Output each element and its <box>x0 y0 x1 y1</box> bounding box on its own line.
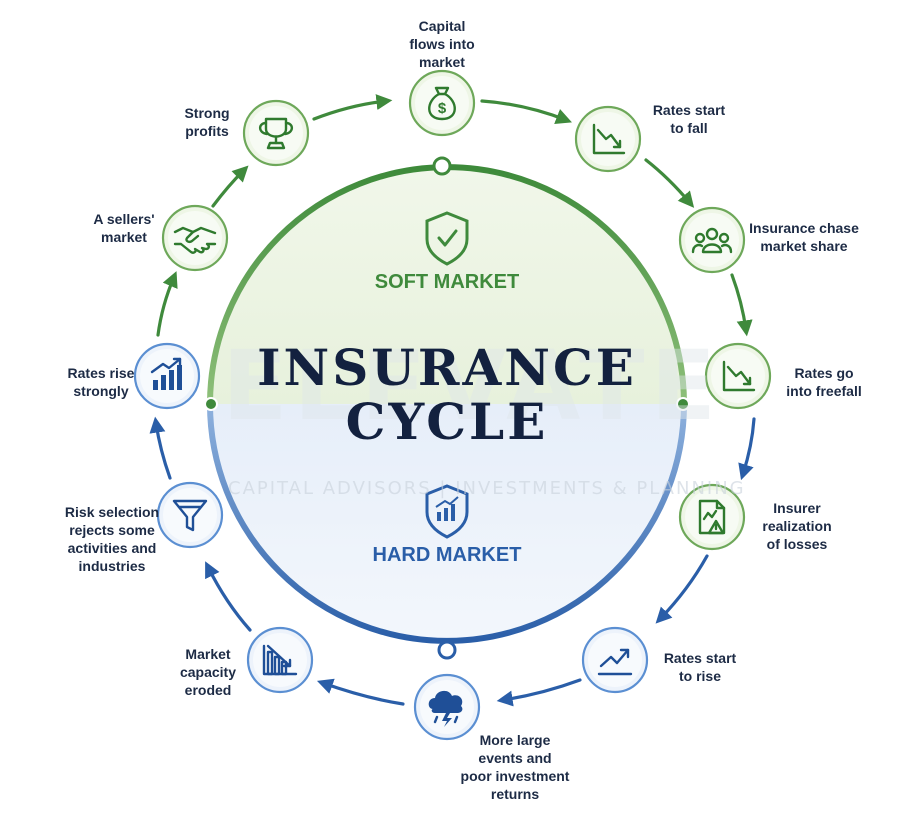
stage-node-inner <box>249 106 303 160</box>
stage-node <box>413 673 481 741</box>
stage-node: $ <box>408 69 476 137</box>
ring-dot-right <box>676 397 690 411</box>
rising-bars-icon <box>150 357 182 390</box>
stage-node-inner <box>581 112 635 166</box>
stage-node <box>704 342 772 410</box>
ring-dot-top <box>432 156 452 176</box>
cycle-arrow <box>644 158 695 208</box>
cycle-arrow <box>480 99 572 124</box>
cycle-arrow <box>496 678 582 707</box>
cycle-arrow <box>156 271 178 337</box>
ring-dot-bottom <box>437 640 457 660</box>
stage-label-rates-freefall: Rates go into freefall <box>786 365 862 399</box>
stage-node <box>161 204 229 272</box>
falling-chart-icon <box>592 123 626 155</box>
stage-label-capacity-eroded: Market capacity eroded <box>179 646 237 698</box>
handshake-icon <box>173 226 217 254</box>
stage-label-rates-start-to-rise: Rates start to rise <box>663 650 737 684</box>
stage-label-large-events: More large events and poor investment re… <box>460 732 570 802</box>
stage-node <box>133 342 201 410</box>
watermark-brand: ELEVATE <box>222 330 723 442</box>
money-bag-icon: $ <box>428 86 456 121</box>
stage-label-realization-losses: Insurer realization of losses <box>762 500 832 552</box>
trophy-icon <box>258 117 294 150</box>
storm-cloud-icon <box>428 690 463 727</box>
people-group-icon <box>691 227 733 254</box>
hard-market-label: HARD MARKET <box>372 544 522 566</box>
stage-label-capital-flows: Capital flows into market <box>409 18 475 70</box>
svg-text:$: $ <box>438 100 447 117</box>
cycle-arrow <box>655 554 709 624</box>
ring-dot-left <box>204 397 218 411</box>
cycle-arrow <box>738 417 756 481</box>
cycle-arrow <box>149 416 172 480</box>
stage-node <box>574 105 642 173</box>
watermark-tagline: CAPITAL ADVISORS | INVESTMENTS & PLANNIN… <box>228 478 746 499</box>
soft-market-label: SOFT MARKET <box>374 271 520 293</box>
funnel-icon <box>172 499 208 532</box>
hard-market-half <box>210 404 684 641</box>
shield-chart-icon <box>425 484 469 539</box>
stage-label-rates-rise-strongly: Rates rise strongly <box>67 365 135 399</box>
document-warning-icon <box>698 499 726 535</box>
falling-chart-icon <box>722 360 756 392</box>
stage-node <box>678 483 746 551</box>
cycle-arrow <box>211 165 249 208</box>
stage-label-sellers-market: A sellers' market <box>93 211 155 245</box>
stage-label-risk-selection: Risk selection rejects some activities a… <box>64 504 160 574</box>
stage-node-inner <box>415 76 469 130</box>
declining-bars-icon <box>262 644 298 676</box>
soft-market-half <box>210 167 684 404</box>
stage-label-chase-market-share: Insurance chase market share <box>749 220 859 254</box>
stage-node <box>581 626 649 694</box>
title-line-2: CYCLE <box>345 392 549 451</box>
cycle-arrow <box>316 678 405 706</box>
stage-label-strong-profits: Strong profits <box>184 105 230 139</box>
cycle-arrow <box>730 273 753 337</box>
shield-check-icon <box>425 211 469 266</box>
cycle-arrow <box>205 561 252 632</box>
stage-node <box>242 99 310 167</box>
stage-node <box>246 626 314 694</box>
stage-node <box>156 481 224 549</box>
rising-line-icon <box>597 648 633 676</box>
title-line-1: INSURANCE <box>257 338 637 397</box>
cycle-arrow <box>312 94 393 121</box>
stage-node <box>678 206 746 274</box>
stage-label-rates-start-to-fall: Rates start to fall <box>652 102 726 136</box>
